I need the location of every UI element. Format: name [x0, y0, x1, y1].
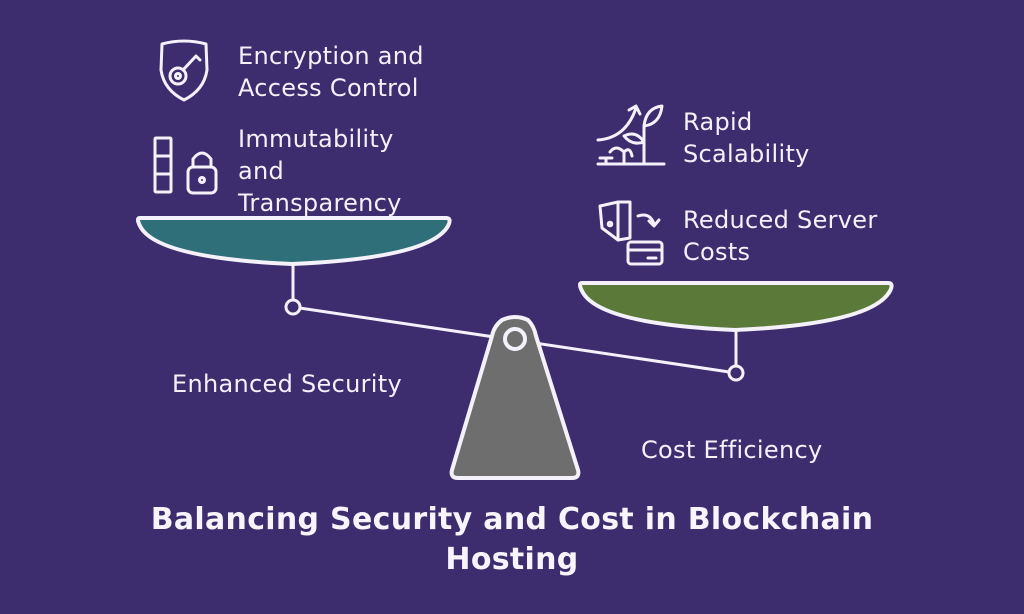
item-immutability-line2: and	[238, 157, 285, 185]
fulcrum	[449, 315, 581, 480]
shield-key-icon	[154, 38, 214, 108]
item-scalability-line2: Scalability	[683, 140, 810, 168]
left-pan	[136, 216, 452, 316]
item-scalability-line1: Rapid	[683, 108, 753, 136]
wallet-card-icon	[596, 198, 666, 274]
item-immutability-line3: Transparency	[238, 189, 402, 217]
left-side-label: Enhanced Security	[172, 370, 402, 398]
page-title: Balancing Security and Cost in Blockchai…	[0, 500, 1024, 580]
item-costs-line1: Reduced Server	[683, 206, 878, 234]
fulcrum-pivot	[503, 327, 527, 351]
page-title-text: Balancing Security and Cost in Blockchai…	[150, 502, 874, 577]
left-pivot	[284, 298, 302, 316]
item-costs-line2: Costs	[683, 238, 751, 266]
item-encryption-line2: Access Control	[238, 74, 419, 102]
right-pan	[578, 281, 894, 382]
right-pivot	[727, 364, 745, 382]
item-immutability-line1: Immutability	[238, 125, 394, 153]
ledger-lock-icon	[152, 135, 224, 201]
right-side-label: Cost Efficiency	[641, 436, 823, 464]
item-encryption-line1: Encryption and	[238, 42, 424, 70]
growth-plant-icon	[596, 100, 666, 174]
